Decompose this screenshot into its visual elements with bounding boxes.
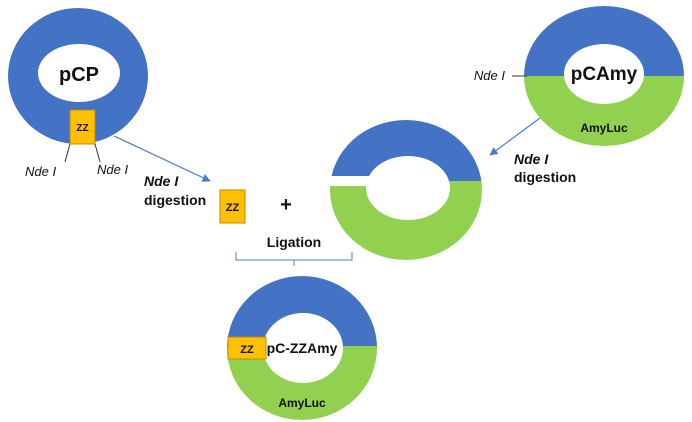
right-digestion-enzyme: Nde I [514, 151, 549, 167]
arrow-pcp-to-zz [113, 135, 211, 182]
ligation-bracket [235, 252, 353, 266]
pcamy-site-label: Nde I [474, 68, 505, 83]
product-plasmid: ZZ pC-ZZAmy AmyLuc [227, 276, 377, 420]
product-ring-bottom [227, 346, 377, 420]
pcp-site-right-label: Nde I [97, 162, 128, 177]
opened-gap [325, 176, 375, 186]
opened-ring-top [330, 120, 482, 181]
zz-fragment: ZZ [219, 189, 246, 224]
arrow-pcamy-to-opened [489, 117, 541, 156]
pcamy-gene-label: AmyLuc [580, 121, 628, 135]
zz-fragment-label: ZZ [226, 202, 240, 214]
right-digestion-action: digestion [514, 169, 576, 185]
pcamy-label: pCAmy [571, 64, 638, 85]
product-gene-label: AmyLuc [278, 396, 326, 410]
ligation-label: Ligation [267, 234, 321, 250]
pcp-site-right-tick [94, 143, 101, 163]
opened-hole [366, 156, 450, 220]
pcamy-plasmid: pCAmy AmyLuc Nde I [474, 6, 684, 146]
opened-plasmid [325, 120, 482, 260]
pcp-site-left-label: Nde I [25, 164, 56, 179]
pcp-zz-insert [69, 109, 96, 145]
product-ring-top [227, 276, 377, 346]
pcp-site-left-tick [64, 143, 71, 163]
pcp-hole [38, 44, 120, 102]
pcp-label: pCP [59, 64, 99, 86]
plus-sign: + [280, 194, 292, 216]
pcamy-hole [564, 44, 644, 104]
zz-fragment-box [219, 189, 246, 224]
pcamy-ring-bottom [524, 76, 684, 146]
pcp-zz-label: ZZ [76, 123, 88, 134]
product-hole [263, 313, 343, 383]
left-digestion-enzyme: Nde I [144, 173, 179, 189]
pcamy-ring-top [524, 6, 684, 76]
product-zz-insert [227, 336, 267, 360]
product-label: pC-ZZAmy [267, 340, 338, 356]
pcp-plasmid: pCP ZZ Nde I Nde I [8, 8, 148, 179]
product-zz-label: ZZ [240, 344, 254, 356]
left-digestion-action: digestion [144, 192, 206, 208]
